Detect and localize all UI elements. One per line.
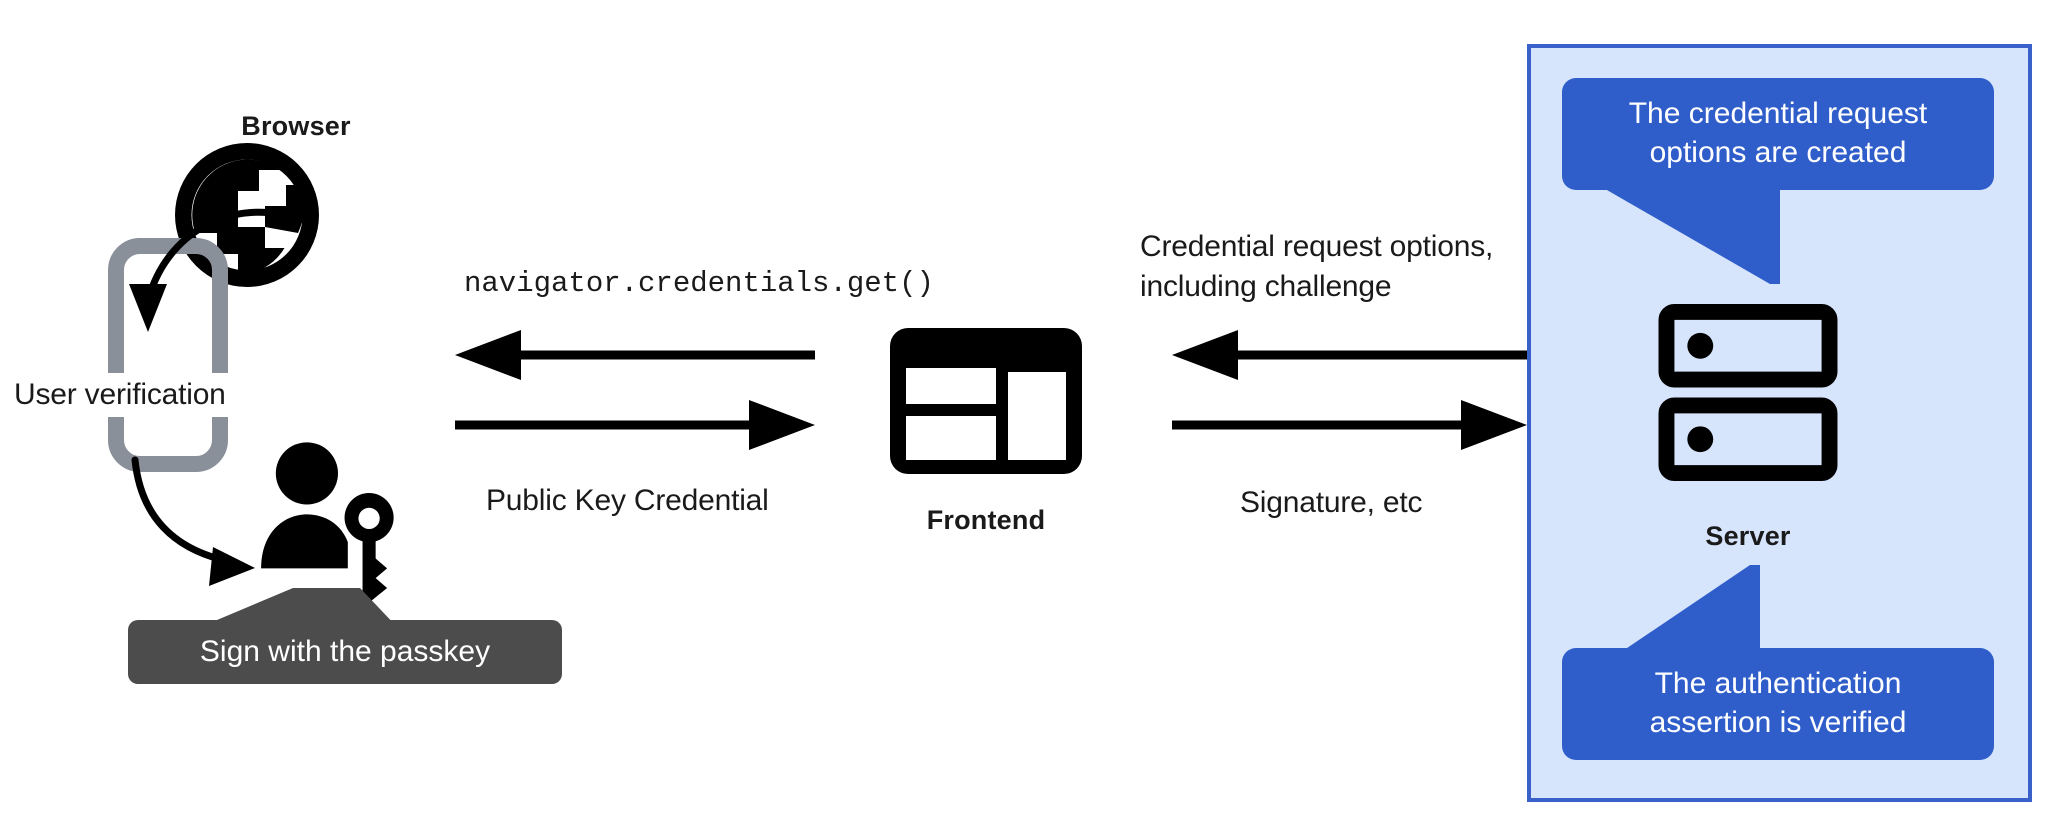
assertion-verified-callout: The authentication assertion is verified — [1562, 648, 1994, 760]
browser-to-frontend-arrow — [455, 400, 815, 450]
options-created-callout-tail — [1580, 184, 1880, 294]
globe-icon — [172, 140, 322, 290]
options-created-callout: The credential request options are creat… — [1562, 78, 1994, 190]
credential-request-options-label: Credential request options, including ch… — [1140, 230, 1494, 303]
person-with-key-icon — [248, 440, 428, 605]
frontend-label: Frontend — [926, 505, 1046, 535]
mobile-phone-icon — [108, 238, 228, 472]
browser-label: Browser — [241, 111, 351, 141]
navigator-credentials-get-label: navigator.credentials.get() — [464, 267, 934, 300]
assertion-verified-callout-tail — [1560, 565, 1880, 675]
sign-with-passkey-tooltip: Sign with the passkey — [128, 620, 562, 684]
public-key-credential-label: Public Key Credential — [486, 484, 769, 517]
frontend-to-server-arrow — [1172, 400, 1527, 450]
phone-to-user-arrow — [105, 440, 335, 590]
server-to-frontend-arrow — [1172, 330, 1527, 380]
server-rack-icon — [1658, 304, 1838, 481]
browser-to-phone-arrow — [95, 180, 315, 360]
frontend-to-browser-arrow — [455, 330, 815, 380]
user-verification-label: User verification — [10, 373, 268, 417]
server-label: Server — [1705, 521, 1791, 551]
signature-etc-label: Signature, etc — [1240, 486, 1423, 519]
webpage-layout-icon — [888, 326, 1084, 476]
